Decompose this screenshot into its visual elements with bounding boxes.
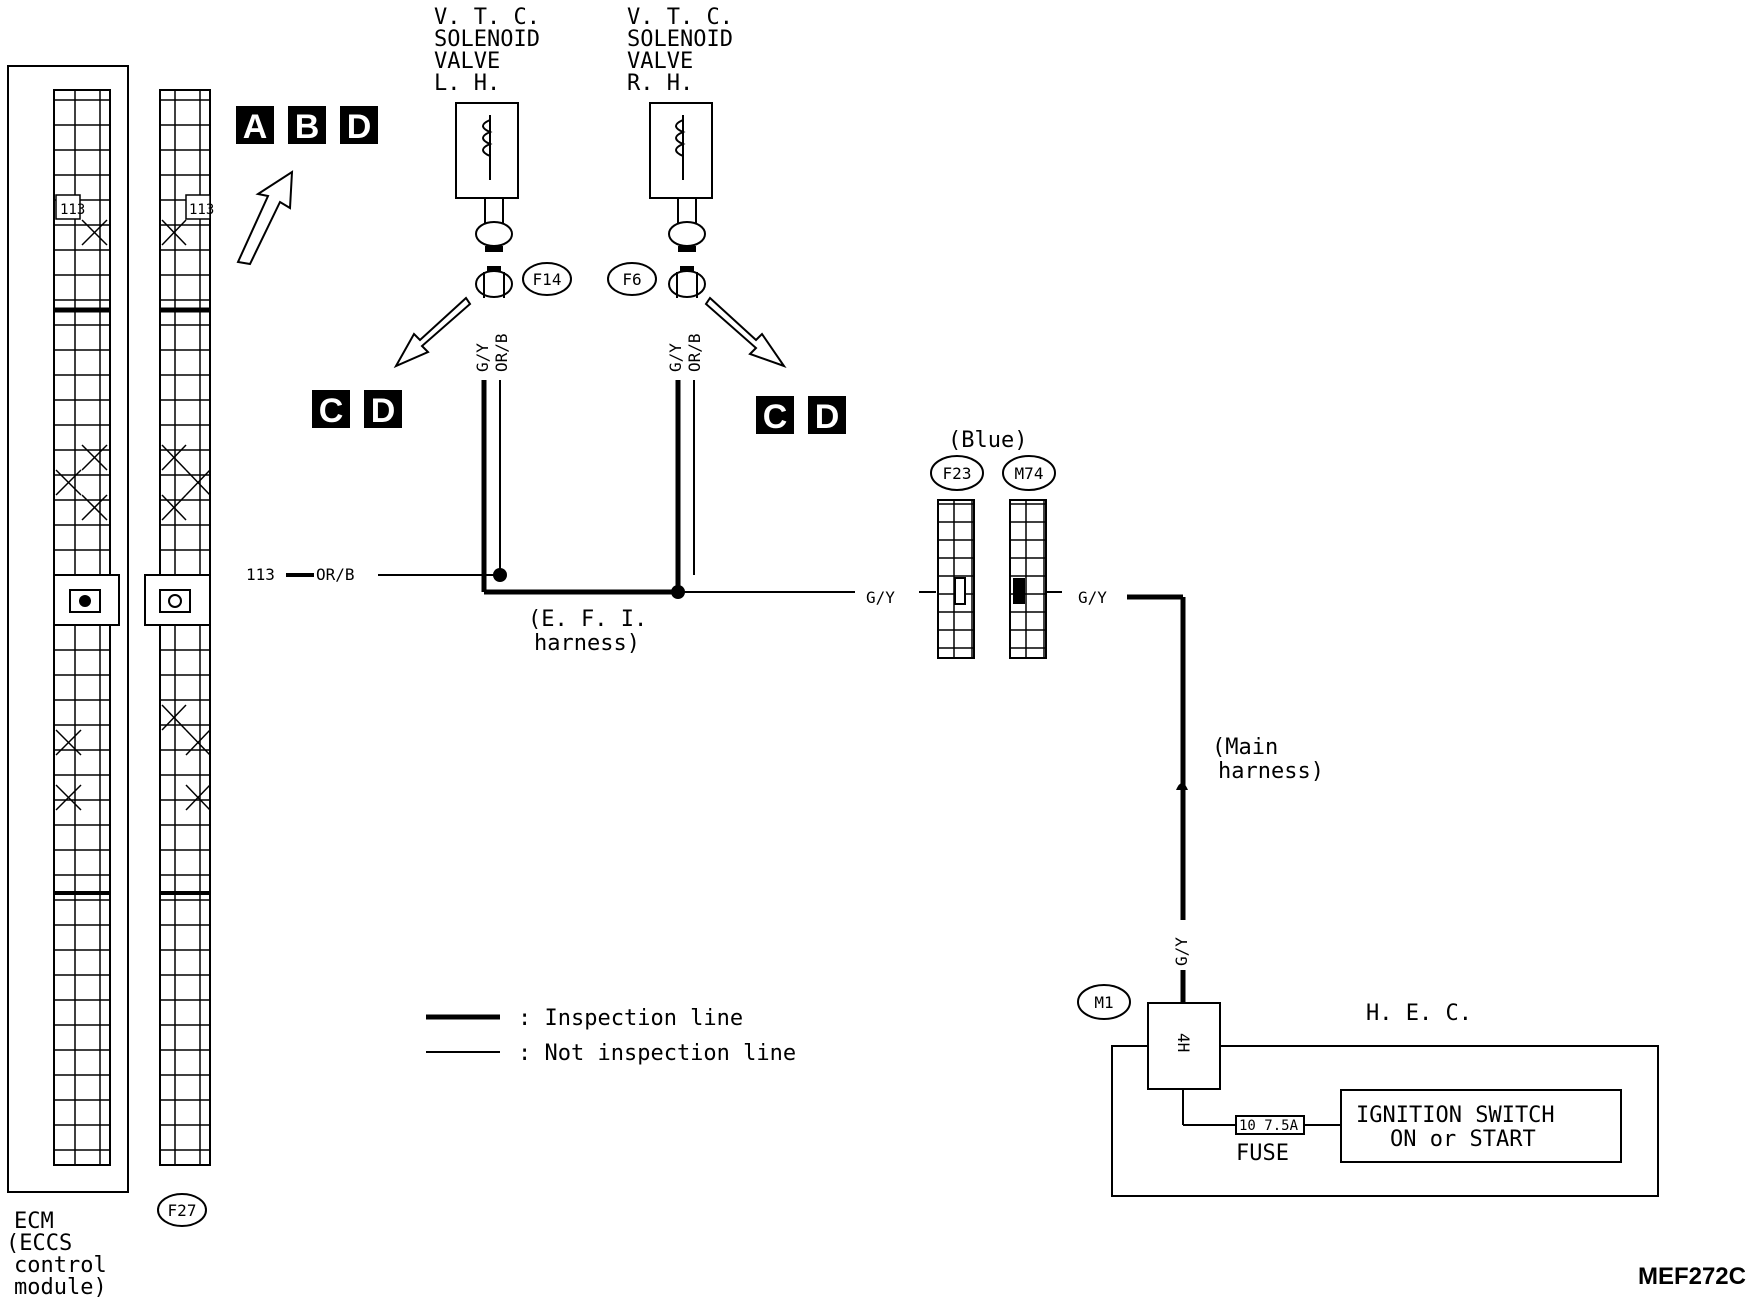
f27-connector: 113 F27 [144,89,214,1227]
joint-connector: (Blue) F23 M74 G/Y G/Y [866,428,1107,659]
svg-text:B: B [295,108,320,146]
svg-text:control: control [14,1253,107,1278]
legend: : Inspection line : Not inspection line [426,1006,796,1066]
svg-text:G/Y: G/Y [1078,588,1107,607]
svg-text:A: A [243,108,268,146]
svg-text:C: C [763,398,788,436]
valve-lh-ref-boxes: C D [312,390,402,430]
ecm-connector: 113 [7,65,129,1193]
svg-text:OR/B: OR/B [316,565,355,584]
svg-text:(Blue): (Blue) [948,428,1027,453]
svg-text:OR/B: OR/B [685,333,704,372]
ignition-switch-label: IGNITION SWITCH [1356,1103,1555,1128]
fuse-rating: 10 7.5A [1239,1118,1299,1134]
ecm-pin-blanks [55,219,108,811]
svg-text:(E. F. I.: (E. F. I. [528,607,647,632]
svg-text:G/Y: G/Y [666,343,685,372]
ref-arrow-icon [236,170,294,266]
svg-text:OR/B: OR/B [492,333,511,372]
f27-connector-label: F27 [168,1201,197,1220]
main-harness-label: (Main harness) [1212,735,1324,784]
svg-text:113: 113 [246,565,275,584]
svg-text:D: D [371,392,396,430]
m1-connector-label: M1 [1094,993,1113,1012]
svg-text:ECM: ECM [14,1209,54,1234]
ignition-switch-state: ON or START [1390,1127,1536,1152]
f23-connector-label: F23 [943,464,972,483]
ecm-label: ECM (ECCS control module) [6,1209,107,1300]
m74-connector-label: M74 [1015,464,1044,483]
legend-not-inspection: : Not inspection line [518,1041,796,1066]
valve-rh-ref-boxes: C D [756,396,846,436]
terminal-label: 4H [1174,1033,1193,1052]
wire-junctions [493,568,1188,790]
valve-lh: V. T. C. SOLENOID VALVE L. H. F14 G/Y OR… [434,5,572,372]
ecm-pin-label: 113 [60,202,85,218]
svg-text:module): module) [14,1275,107,1300]
svg-text:D: D [815,398,840,436]
signal-wire-label: 113 OR/B [246,565,355,584]
svg-text:harness): harness) [1218,759,1324,784]
svg-text:SOLENOID: SOLENOID [627,27,733,52]
fuse-label: FUSE [1236,1141,1289,1166]
legend-inspection: : Inspection line [518,1006,743,1031]
ecm-ref-boxes: A B D [236,106,378,146]
f6-connector-label: F6 [622,270,641,289]
svg-text:C: C [319,392,344,430]
svg-text:L. H.: L. H. [434,71,500,96]
gy-wire-label: G/Y [1172,937,1191,966]
svg-text:D: D [347,108,372,146]
svg-text:VALVE: VALVE [627,49,693,74]
svg-text:(Main: (Main [1212,735,1278,760]
svg-text:harness): harness) [534,631,640,656]
f14-connector-label: F14 [533,270,562,289]
svg-text:H. E. C.: H. E. C. [1366,1001,1472,1026]
svg-text:G/Y: G/Y [866,588,895,607]
wiring [378,380,1341,1126]
f27-pin-blanks [161,219,211,811]
svg-text:(ECCS: (ECCS [6,1231,72,1256]
svg-text:SOLENOID: SOLENOID [434,27,540,52]
valve-lh-ref-arrow-icon [393,296,472,369]
f27-pin-label: 113 [189,202,214,218]
figure-code: MEF272C [1638,1263,1746,1290]
svg-text:VALVE: VALVE [434,49,500,74]
svg-text:R. H.: R. H. [627,71,693,96]
hec-box: H. E. C. M1 4H G/Y 10 7.5A FUSE IGNITION… [1077,937,1659,1197]
valve-rh: V. T. C. SOLENOID VALVE R. H. F6 G/Y OR/… [607,5,733,372]
svg-text:G/Y: G/Y [473,343,492,372]
svg-text:V. T. C.: V. T. C. [434,5,540,30]
valve-rh-ref-arrow-icon [704,296,787,368]
efi-harness-label: (E. F. I. harness) [528,607,647,656]
svg-text:V. T. C.: V. T. C. [627,5,733,30]
